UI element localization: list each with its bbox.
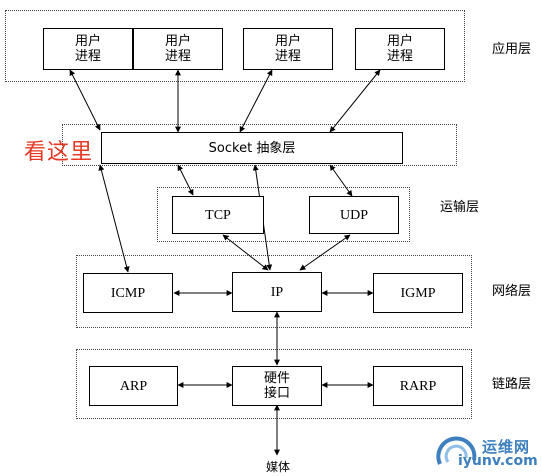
udp-box: UDP xyxy=(309,196,399,234)
watermark-logo-icon xyxy=(436,436,477,465)
transport-layer-label: 运输层 xyxy=(440,200,480,215)
look-here-callout: 看这里 xyxy=(24,140,94,165)
rarp-box: RARP xyxy=(373,366,463,406)
user-process-box: 用户 进程 xyxy=(243,28,333,70)
watermark-url: iyunv.com xyxy=(458,453,538,469)
network-layer-label: 网络层 xyxy=(492,284,532,299)
ip-box: IP xyxy=(232,272,322,312)
user-process-box: 用户 进程 xyxy=(133,28,223,70)
application-layer-label: 应用层 xyxy=(492,42,532,57)
hardware-interface-box: 硬件 接口 xyxy=(232,366,322,406)
socket-abstraction-box: Socket 抽象层 xyxy=(101,132,403,164)
arp-box: ARP xyxy=(89,366,178,406)
icmp-box: ICMP xyxy=(83,273,173,313)
media-label: 媒体 xyxy=(266,460,291,474)
user-process-box: 用户 进程 xyxy=(43,28,133,70)
application-layer-frame xyxy=(5,10,465,82)
transport-layer-frame xyxy=(157,187,410,242)
igmp-box: IGMP xyxy=(373,273,463,313)
user-process-box: 用户 进程 xyxy=(355,28,445,70)
link-layer-label: 链路层 xyxy=(492,377,532,392)
watermark-name: 运维网 xyxy=(482,438,531,456)
tcp-box: TCP xyxy=(172,196,264,234)
